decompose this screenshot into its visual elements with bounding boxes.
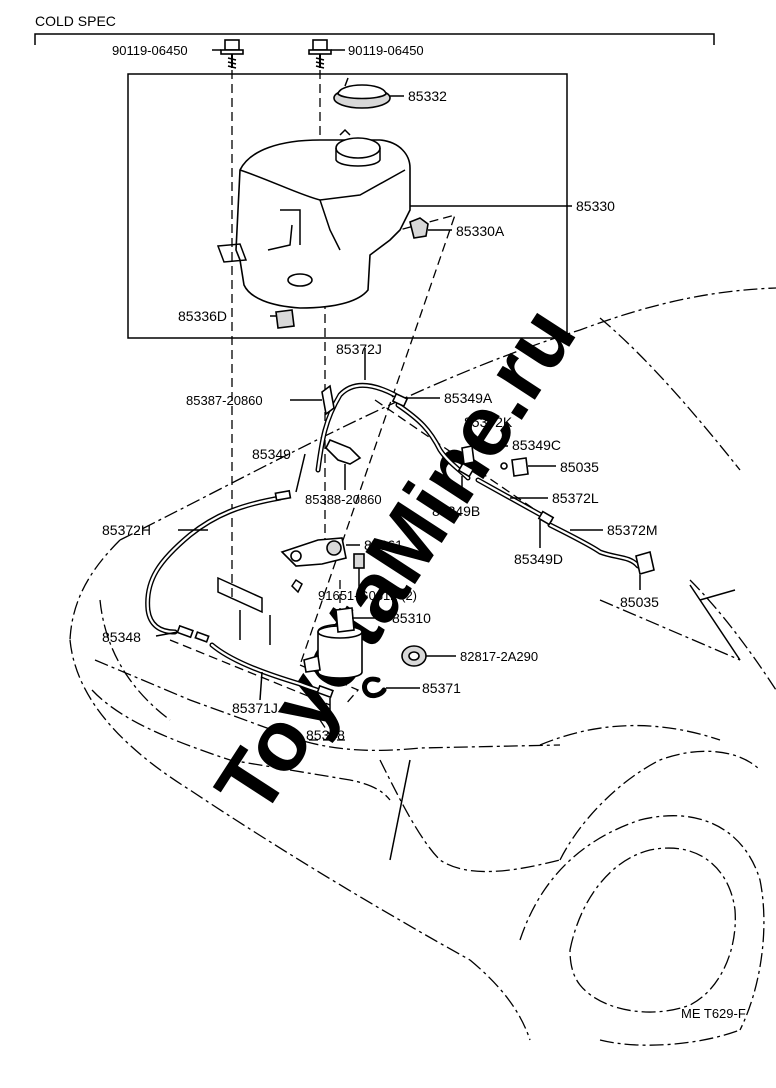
nut-91651-g0612 (291, 553, 365, 594)
label-hose-h: 85372H (102, 522, 151, 538)
grommet-85336d (270, 309, 295, 329)
label-joint-bottom: 85348 (306, 727, 345, 743)
clamp-85387-20860 (290, 384, 335, 416)
washer-tank (216, 128, 567, 309)
label-hose-71: 85371 (422, 680, 461, 696)
nozzle-85035-top (500, 457, 556, 477)
joint-85349c (461, 445, 508, 465)
clamp-85388-20860 (325, 438, 362, 490)
grommet-85330a (409, 217, 452, 239)
figure-reference: ME T629-F (681, 1006, 746, 1021)
label-hose-l: 85372L (552, 490, 599, 506)
joint-85349d (537, 510, 555, 548)
hose-85371 (362, 676, 387, 699)
label-joint-a: 85349A (444, 390, 493, 406)
label-grommet-d: 85336D (178, 308, 227, 324)
label-bolt-left: 90119-06450 (112, 43, 188, 58)
joint-85349a (391, 392, 440, 408)
hose-85372h (145, 495, 283, 635)
joint-85348-bottom (316, 684, 334, 726)
label-joint-left: 85348 (102, 629, 141, 645)
car-body-outline (69, 287, 776, 1046)
label-joint-c: 85349C (512, 437, 561, 453)
hose-85371j (209, 642, 325, 695)
hose-85371j-leader (259, 671, 263, 701)
header-bracket: COLD SPEC (34, 13, 715, 45)
label-joint-plain: 85349 (252, 446, 291, 462)
label-hose-71j: 85371J (232, 700, 278, 716)
bracket-85361 (280, 537, 360, 567)
grommet-82817-2a290 (401, 645, 456, 667)
bolt-right (308, 39, 345, 69)
bolt-left (212, 39, 244, 69)
label-clamp-20860: 85387-20860 (186, 393, 263, 408)
label-bracket: 85361 (364, 537, 403, 553)
hose-85372l (475, 477, 553, 523)
label-nozzle-top: 85035 (560, 459, 599, 475)
header-title: COLD SPEC (35, 13, 116, 29)
cap-85332 (333, 77, 404, 109)
label-hose-m: 85372M (607, 522, 658, 538)
label-nut: 91651-G0612 (2) (318, 588, 417, 603)
label-clamp-20860b: 85388-20860 (305, 492, 382, 507)
washer-pump-85310 (303, 607, 390, 679)
nozzle-85035-bottom (635, 550, 655, 590)
label-nozzle-bottom: 85035 (620, 594, 659, 610)
label-bolt-right: 90119-06450 (348, 43, 424, 58)
hose-85372j (315, 348, 398, 473)
label-pump: 85310 (392, 610, 431, 626)
hose-85372m (547, 522, 641, 569)
joint-85349 (274, 453, 306, 502)
label-grommet-a: 85330A (456, 223, 505, 239)
label-tank: 85330 (576, 198, 615, 214)
label-grommet-pump: 82817-2A290 (460, 649, 538, 664)
label-hose-j: 85372J (336, 341, 382, 357)
joint-85349b (457, 462, 475, 500)
label-cap: 85332 (408, 88, 447, 104)
label-joint-d: 85349D (514, 551, 563, 567)
label-hose-k: 85372K (464, 414, 513, 430)
part-labels: 90119-06450 90119-06450 85332 85330 8533… (102, 43, 659, 743)
label-joint-b: 85349B (432, 503, 480, 519)
joint-85348-left (155, 624, 210, 643)
